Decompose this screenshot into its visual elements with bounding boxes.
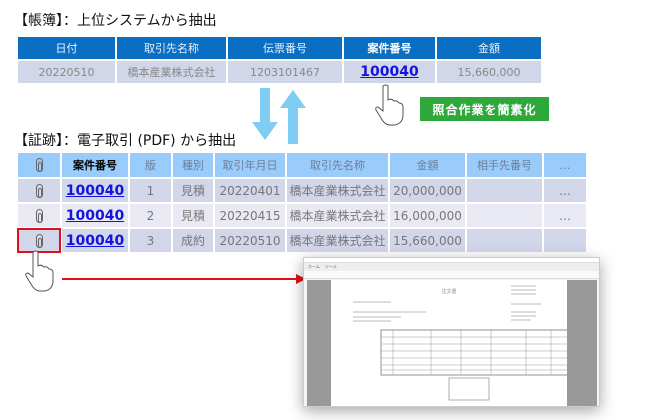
- pdf-content: [353, 285, 567, 401]
- cell-version: 1: [128, 177, 173, 204]
- ledger-title: 【帳簿】：上位システムから抽出: [14, 13, 217, 29]
- cell-amount: 20,000,000: [388, 177, 467, 204]
- cell-amount: 15,660,000: [435, 59, 543, 85]
- header-amount: 金額: [388, 151, 467, 179]
- viewer-tabs: ホーム ツール: [304, 263, 599, 271]
- simplify-reconciliation-button[interactable]: 照合作業を簡素化: [420, 97, 549, 121]
- cell-date: 20220415: [213, 202, 287, 229]
- up-arrow-icon: [280, 90, 306, 144]
- ledger-table: 日付 取引先名称 伝票番号 案件番号 金額 20220510 橋本産業株式会社 …: [16, 35, 543, 85]
- header-date: 日付: [16, 35, 117, 61]
- evidence-table: 案件番号 版 種別 取引年月日 取引先名称 金額 相手先番号 … 100040 …: [16, 151, 588, 254]
- tab-tools[interactable]: ツール: [324, 264, 337, 269]
- paperclip-icon-highlighted[interactable]: [35, 233, 43, 248]
- case-link[interactable]: 100040: [65, 207, 125, 224]
- cell-version: 2: [128, 202, 173, 229]
- header-amount: 金額: [435, 35, 543, 61]
- header-partner: 取引先名称: [115, 35, 228, 61]
- paperclip-icon: [35, 158, 43, 172]
- pdf-page: 注文書: [331, 280, 567, 406]
- paperclip-icon[interactable]: [35, 183, 43, 198]
- cell-slip: 1203101467: [226, 59, 344, 85]
- paperclip-icon[interactable]: [35, 208, 43, 223]
- pdf-viewer-window: ホーム ツール 注文書: [303, 257, 600, 407]
- cell-type: 見積: [171, 202, 215, 229]
- case-link[interactable]: 100040: [360, 64, 419, 80]
- down-arrow-icon: [252, 88, 278, 140]
- table-row: 100040 1 見積 20220401 橋本産業株式会社 20,000,000…: [16, 177, 588, 204]
- cell-more[interactable]: …: [542, 177, 588, 204]
- header-partner-no: 相手先番号: [465, 151, 544, 179]
- header-slip: 伝票番号: [226, 35, 344, 61]
- cell-date: 20220510: [16, 59, 117, 85]
- cell-partner-no: [465, 227, 544, 254]
- tab-home[interactable]: ホーム: [308, 264, 320, 269]
- cell-date: 20220401: [213, 177, 287, 204]
- pdf-doc-title: 注文書: [441, 289, 457, 295]
- cell-type: 見積: [171, 177, 215, 204]
- cell-more[interactable]: …: [542, 202, 588, 229]
- header-version: 版: [128, 151, 173, 179]
- cell-partner: 橋本産業株式会社: [285, 177, 390, 204]
- evidence-title: 【証跡】：電子取引 (PDF) から抽出: [14, 133, 237, 149]
- case-link[interactable]: 100040: [65, 232, 125, 249]
- cell-partner-no: [465, 177, 544, 204]
- cell-date: 20220510: [213, 227, 287, 254]
- cell-partner-no: [465, 202, 544, 229]
- ledger-header-row: 日付 取引先名称 伝票番号 案件番号 金額: [16, 35, 543, 61]
- header-partner: 取引先名称: [285, 151, 390, 179]
- header-more: …: [542, 151, 588, 179]
- document-area: 注文書: [307, 280, 597, 406]
- red-arrow-icon: [62, 274, 306, 284]
- cell-partner: 橋本産業株式会社: [285, 227, 390, 254]
- window-titlebar: [304, 258, 599, 263]
- evidence-header-row: 案件番号 版 種別 取引年月日 取引先名称 金額 相手先番号 …: [16, 151, 588, 179]
- cell-more[interactable]: [542, 227, 588, 254]
- table-row: 20220510 橋本産業株式会社 1203101467 100040 15,6…: [16, 59, 543, 85]
- sync-arrows-icon: [252, 88, 306, 144]
- cell-amount: 16,000,000: [388, 202, 467, 229]
- cell-partner: 橋本産業株式会社: [115, 59, 228, 85]
- cell-type: 成約: [171, 227, 215, 254]
- header-type: 種別: [171, 151, 215, 179]
- hand-pointer-icon: [375, 84, 404, 126]
- cell-amount: 15,660,000: [388, 227, 467, 254]
- case-link[interactable]: 100040: [65, 182, 125, 199]
- header-case: 案件番号: [60, 151, 130, 179]
- cell-partner: 橋本産業株式会社: [285, 202, 390, 229]
- table-row: 100040 3 成約 20220510 橋本産業株式会社 15,660,000: [16, 227, 588, 254]
- table-row: 100040 2 見積 20220415 橋本産業株式会社 16,000,000…: [16, 202, 588, 229]
- header-case: 案件番号: [342, 35, 437, 61]
- viewer-toolbar: [304, 271, 599, 279]
- header-date: 取引年月日: [213, 151, 287, 179]
- cell-version: 3: [128, 227, 173, 254]
- hand-pointer-icon: [25, 250, 54, 292]
